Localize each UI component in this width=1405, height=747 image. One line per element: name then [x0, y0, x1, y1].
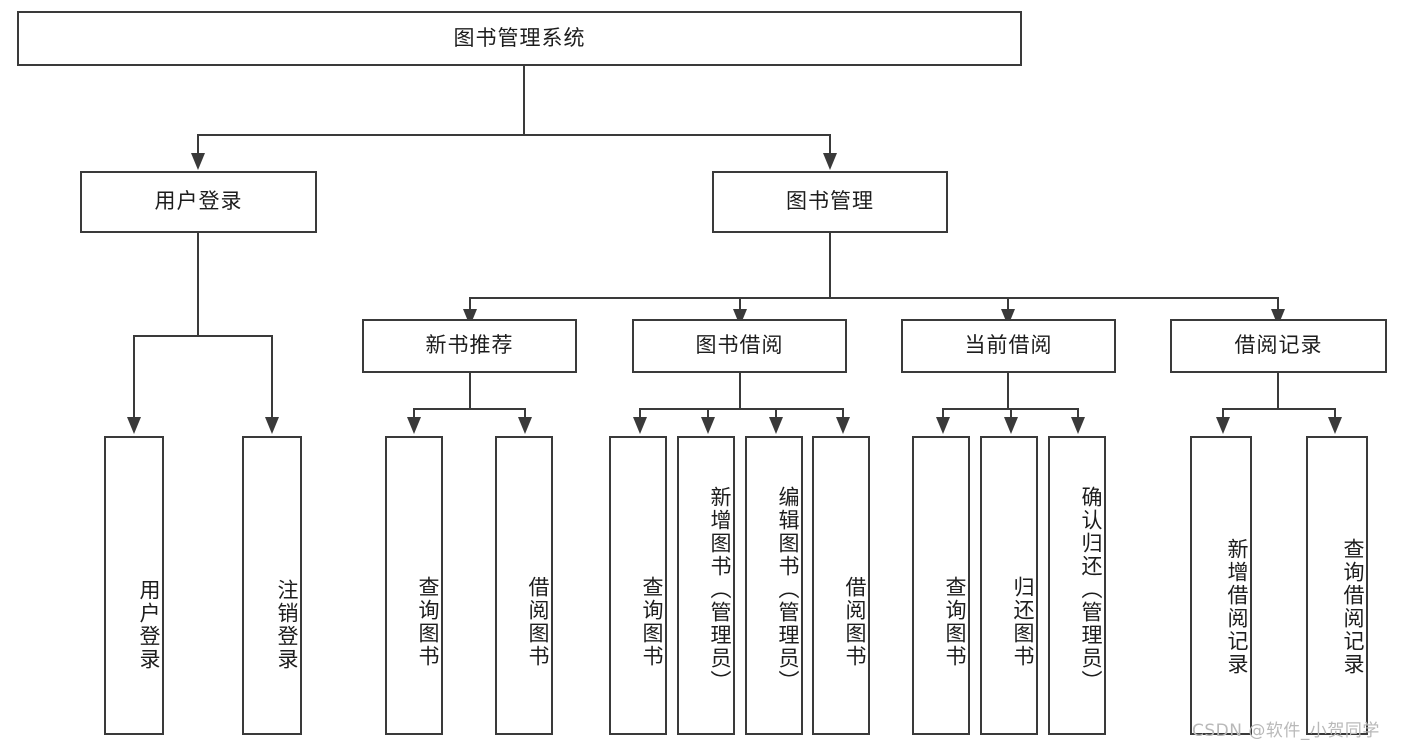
- connector-nbr-to-leaf-1: [413, 408, 415, 419]
- connector-bb-to-leaf-1: [639, 408, 641, 419]
- arrow-cb-to-query-book: [936, 417, 950, 434]
- connector-br-to-leaf-2: [1334, 408, 1336, 419]
- connector-bb-to-leaf-3: [775, 408, 777, 419]
- connector-bb-to-leaf-2: [707, 408, 709, 419]
- arrow-cb-to-confirm-return: [1071, 417, 1085, 434]
- connector-root-bar: [197, 134, 829, 136]
- connector-user-login-to-leaf-1: [133, 335, 135, 419]
- connector-bb-to-leaf-4: [842, 408, 844, 419]
- node-book-borrow[interactable]: 图书借阅: [632, 319, 847, 373]
- leaf-query-book-current[interactable]: 查询图书: [912, 436, 970, 735]
- arrow-bb-to-borrow-book: [836, 417, 850, 434]
- connector-book-manage-to-l3-2: [739, 297, 741, 311]
- leaf-return-book[interactable]: 归还图书: [980, 436, 1038, 735]
- arrow-nbr-to-query-book: [407, 417, 421, 434]
- node-root-book-management-system[interactable]: 图书管理系统: [17, 11, 1022, 66]
- leaf-borrow-book-recommend[interactable]: 借阅图书: [495, 436, 553, 735]
- node-borrow-record[interactable]: 借阅记录: [1170, 319, 1387, 373]
- arrow-user-login-to-leaf-1: [127, 417, 141, 434]
- arrow-br-to-query-record: [1328, 417, 1342, 434]
- connector-book-borrow-bar: [639, 408, 843, 410]
- leaf-query-book-borrow[interactable]: 查询图书: [609, 436, 667, 735]
- node-new-book-recommend[interactable]: 新书推荐: [362, 319, 577, 373]
- leaf-query-borrow-record[interactable]: 查询借阅记录: [1306, 436, 1368, 735]
- arrow-user-login-to-leaf-2: [265, 417, 279, 434]
- leaf-confirm-return-admin[interactable]: 确认归还（管理员）: [1048, 436, 1106, 735]
- node-book-manage[interactable]: 图书管理: [712, 171, 948, 233]
- leaf-user-logout[interactable]: 注销登录: [242, 436, 302, 735]
- node-user-login[interactable]: 用户登录: [80, 171, 317, 233]
- leaf-add-book-admin[interactable]: 新增图书（管理员）: [677, 436, 735, 735]
- arrow-cb-to-return-book: [1004, 417, 1018, 434]
- connector-br-to-leaf-1: [1222, 408, 1224, 419]
- connector-user-login-stem: [197, 233, 199, 335]
- connector-new-book-recommend-stem: [469, 373, 471, 408]
- arrow-root-to-book-manage: [823, 153, 837, 170]
- connector-user-login-bar: [133, 335, 273, 337]
- connector-root-to-book-manage: [829, 134, 831, 155]
- leaf-edit-book-admin[interactable]: 编辑图书（管理员）: [745, 436, 803, 735]
- connector-book-borrow-stem: [739, 373, 741, 408]
- connector-current-borrow-stem: [1007, 373, 1009, 408]
- connector-book-manage-bar: [469, 297, 1277, 299]
- arrow-br-to-add-record: [1216, 417, 1230, 434]
- arrow-nbr-to-borrow-book: [518, 417, 532, 434]
- connector-cb-to-leaf-2: [1010, 408, 1012, 419]
- arrow-bb-to-edit-book: [769, 417, 783, 434]
- connector-book-manage-to-l3-1: [469, 297, 471, 311]
- connector-root-to-user-login: [197, 134, 199, 155]
- connector-borrow-record-stem: [1277, 373, 1279, 408]
- arrow-root-to-user-login: [191, 153, 205, 170]
- leaf-query-book-recommend[interactable]: 查询图书: [385, 436, 443, 735]
- connector-user-login-to-leaf-2: [271, 335, 273, 419]
- leaf-user-login[interactable]: 用户登录: [104, 436, 164, 735]
- connector-new-book-recommend-bar: [413, 408, 526, 410]
- connector-cb-to-leaf-3: [1077, 408, 1079, 419]
- connector-root-stem: [523, 66, 525, 134]
- leaf-add-borrow-record[interactable]: 新增借阅记录: [1190, 436, 1252, 735]
- arrow-bb-to-add-book: [701, 417, 715, 434]
- connector-book-manage-to-l3-4: [1277, 297, 1279, 311]
- connector-nbr-to-leaf-2: [524, 408, 526, 419]
- leaf-borrow-book-borrow[interactable]: 借阅图书: [812, 436, 870, 735]
- connector-cb-to-leaf-1: [942, 408, 944, 419]
- csdn-watermark: CSDN @软件_小贺同学: [1192, 721, 1380, 741]
- connector-book-manage-stem: [829, 233, 831, 297]
- connector-book-manage-to-l3-3: [1007, 297, 1009, 311]
- arrow-bb-to-query-book: [633, 417, 647, 434]
- connector-borrow-record-bar: [1222, 408, 1336, 410]
- node-current-borrow[interactable]: 当前借阅: [901, 319, 1116, 373]
